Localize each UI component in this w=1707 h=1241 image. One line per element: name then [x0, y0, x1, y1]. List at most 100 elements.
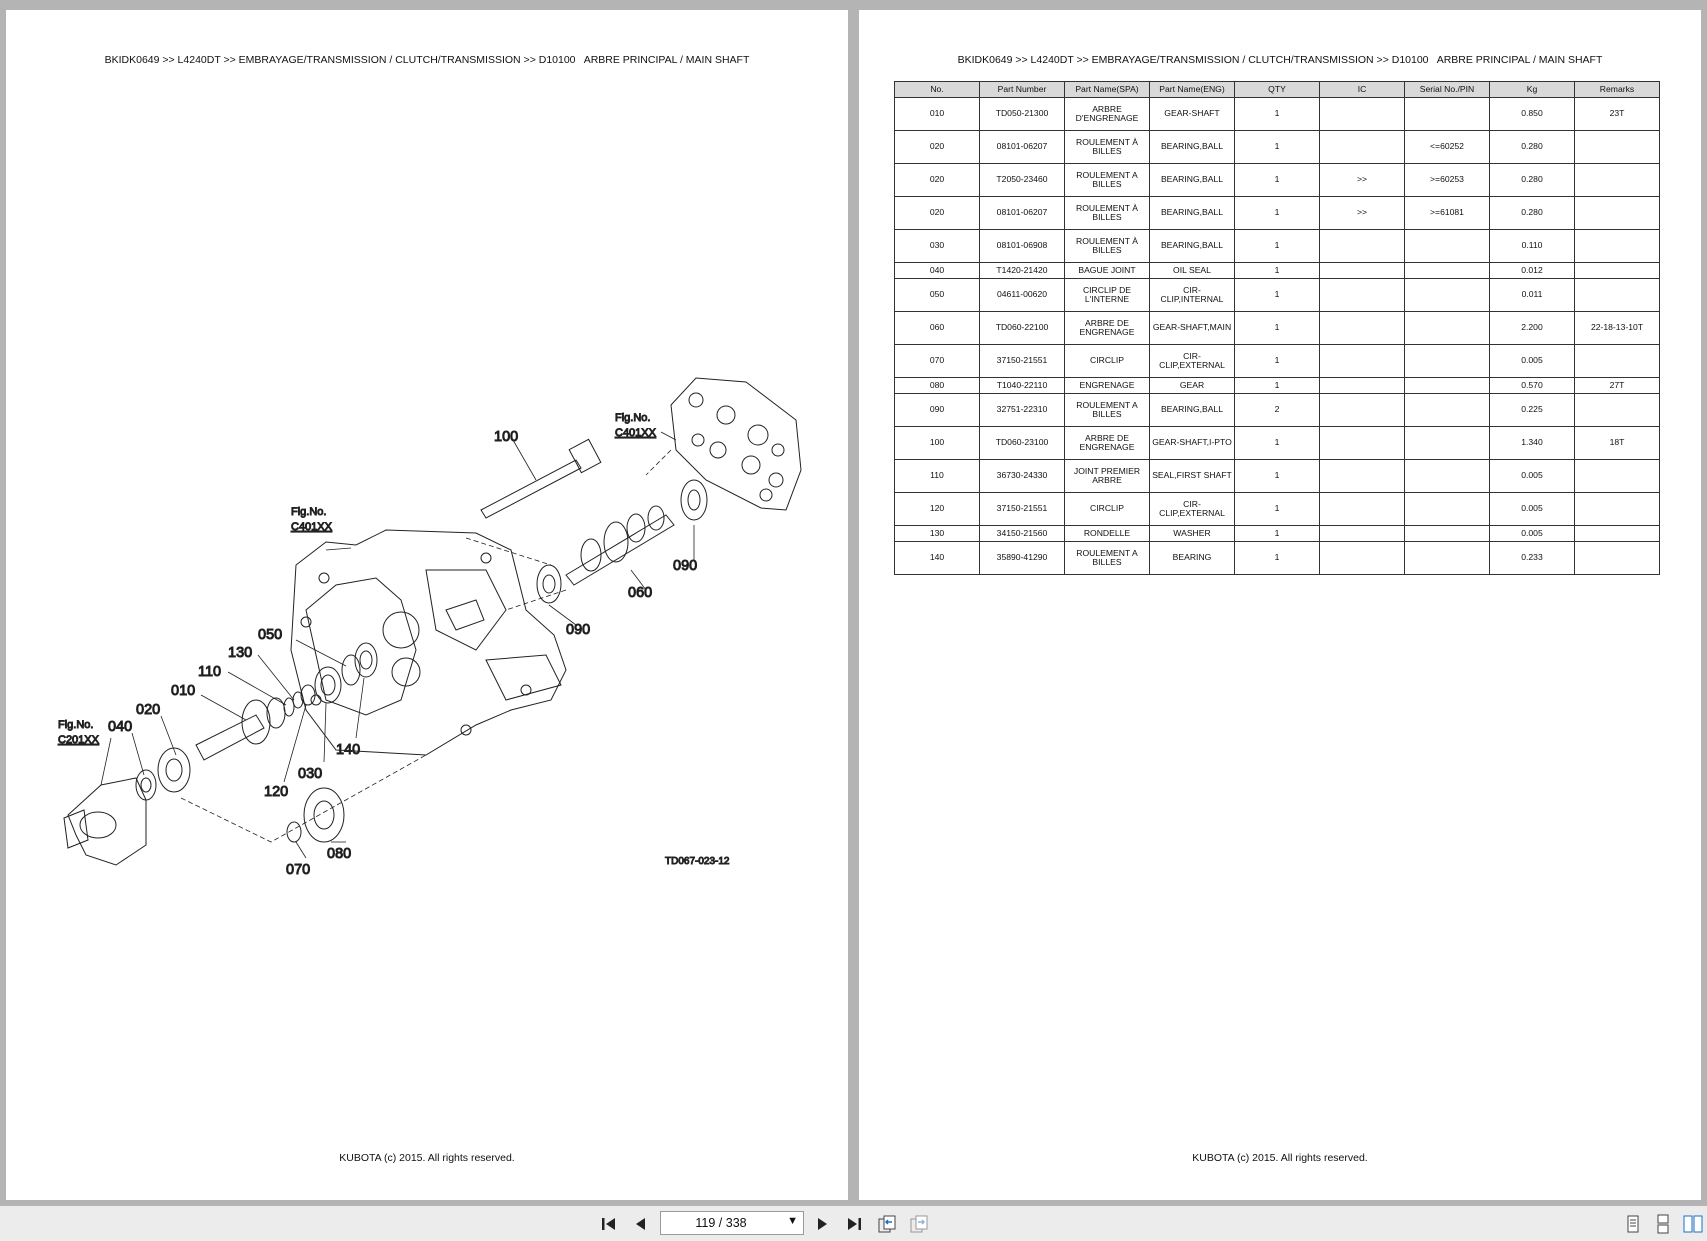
table-cell	[1574, 130, 1660, 164]
table-cell: ROULEMENT A BILLES	[1064, 163, 1150, 197]
table-cell	[1404, 377, 1490, 394]
table-cell	[1404, 262, 1490, 279]
callout-050: 050	[258, 627, 282, 643]
go-back-button[interactable]	[876, 1213, 898, 1235]
next-page-button[interactable]	[811, 1213, 833, 1235]
fig-ref-c201-code: C201XX	[58, 734, 100, 746]
column-header: Remarks	[1574, 81, 1660, 98]
table-cell: 0.280	[1489, 130, 1575, 164]
page-number-field[interactable]: 119 / 338 ▼	[660, 1211, 804, 1235]
table-cell: BEARING,BALL	[1149, 130, 1235, 164]
table-cell	[1319, 541, 1405, 575]
circlip-050	[341, 654, 361, 686]
table-cell	[1319, 525, 1405, 542]
table-cell: 010	[894, 97, 980, 131]
transmission-housing	[290, 529, 567, 756]
last-page-icon	[848, 1218, 861, 1230]
callout-040: 040	[108, 719, 132, 735]
table-cell	[1574, 229, 1660, 263]
left-page: BKIDK0649 >> L4240DT >> EMBRAYAGE/TRANSM…	[6, 10, 848, 1200]
table-cell: 060	[894, 311, 980, 345]
table-cell: 1	[1234, 196, 1320, 230]
table-cell: BEARING	[1149, 541, 1235, 575]
table-cell: CIR-CLIP,INTERNAL	[1149, 278, 1235, 312]
go-forward-button[interactable]	[908, 1213, 930, 1235]
previous-page-icon	[636, 1218, 645, 1230]
table-cell: BEARING,BALL	[1149, 163, 1235, 197]
table-cell: 1	[1234, 163, 1320, 197]
table-cell: GEAR-SHAFT,MAIN	[1149, 311, 1235, 345]
table-cell	[1404, 229, 1490, 263]
next-page-icon	[818, 1218, 827, 1230]
continuous-view-button[interactable]	[1652, 1213, 1674, 1235]
table-cell: ROULEMENT A BILLES	[1064, 393, 1150, 427]
table-cell: 0.570	[1489, 377, 1575, 394]
table-cell: BEARING,BALL	[1149, 196, 1235, 230]
table-cell	[1319, 229, 1405, 263]
table-cell: T2050-23460	[979, 163, 1065, 197]
callout-100: 100	[494, 429, 518, 445]
table-cell: OIL SEAL	[1149, 262, 1235, 279]
table-cell: 22-18-13-10T	[1574, 311, 1660, 345]
chevron-down-icon[interactable]: ▼	[787, 1215, 798, 1227]
table-cell: 1	[1234, 459, 1320, 493]
table-cell: 1.340	[1489, 426, 1575, 460]
column-header: IC	[1319, 81, 1405, 98]
table-cell: 2.200	[1489, 311, 1575, 345]
gear-080	[303, 787, 345, 843]
table-cell: 1	[1234, 97, 1320, 131]
table-cell	[1574, 344, 1660, 378]
table-cell: 36730-24330	[979, 459, 1065, 493]
table-cell: 0.233	[1489, 541, 1575, 575]
two-page-view-icon	[1683, 1215, 1703, 1233]
table-cell	[1404, 278, 1490, 312]
table-cell: CIR-CLIP,EXTERNAL	[1149, 492, 1235, 526]
circlip-120	[300, 684, 316, 706]
viewer-toolbar: 119 / 338 ▼	[0, 1206, 1707, 1241]
callout-130: 130	[228, 645, 252, 661]
table-cell: 0.850	[1489, 97, 1575, 131]
table-cell: 1	[1234, 229, 1320, 263]
table-cell: >>	[1319, 196, 1405, 230]
shaft-010	[195, 697, 286, 761]
right-page: BKIDK0649 >> L4240DT >> EMBRAYAGE/TRANSM…	[859, 10, 1701, 1200]
bearing-020	[157, 747, 191, 793]
table-cell: 37150-21551	[979, 492, 1065, 526]
table-cell: 32751-22310	[979, 393, 1065, 427]
oil-seal-040	[135, 769, 157, 801]
go-back-icon	[878, 1215, 896, 1233]
bearing-140	[354, 642, 378, 678]
table-cell: T1420-21420	[979, 262, 1065, 279]
breadcrumb: BKIDK0649 >> L4240DT >> EMBRAYAGE/TRANSM…	[104, 54, 750, 66]
callout-030: 030	[298, 766, 322, 782]
table-cell	[1404, 525, 1490, 542]
table-cell: TD060-23100	[979, 426, 1065, 460]
table-cell: BEARING,BALL	[1149, 229, 1235, 263]
table-cell: TD050-21300	[979, 97, 1065, 131]
table-cell: <=60252	[1404, 130, 1490, 164]
table-cell	[1319, 377, 1405, 394]
first-page-button[interactable]	[598, 1213, 620, 1235]
table-cell: 0.280	[1489, 163, 1575, 197]
table-cell: 0.280	[1489, 196, 1575, 230]
last-page-button[interactable]	[843, 1213, 865, 1235]
column-header: Part Name(ENG)	[1149, 81, 1235, 98]
single-page-view-button[interactable]	[1622, 1213, 1644, 1235]
table-cell: ENGRENAGE	[1064, 377, 1150, 394]
table-cell: 140	[894, 541, 980, 575]
table-cell: 0.012	[1489, 262, 1575, 279]
table-cell: 34150-21560	[979, 525, 1065, 542]
front-cover	[63, 777, 147, 866]
callout-090-lower: 090	[566, 622, 590, 638]
previous-page-button[interactable]	[630, 1213, 652, 1235]
two-page-view-button[interactable]	[1682, 1213, 1704, 1235]
circlip-070	[286, 821, 302, 843]
copyright-footer: KUBOTA (c) 2015. All rights reserved.	[1192, 1152, 1368, 1164]
fig-ref-c401-label: Fig.No.	[291, 506, 326, 518]
table-cell	[1404, 393, 1490, 427]
